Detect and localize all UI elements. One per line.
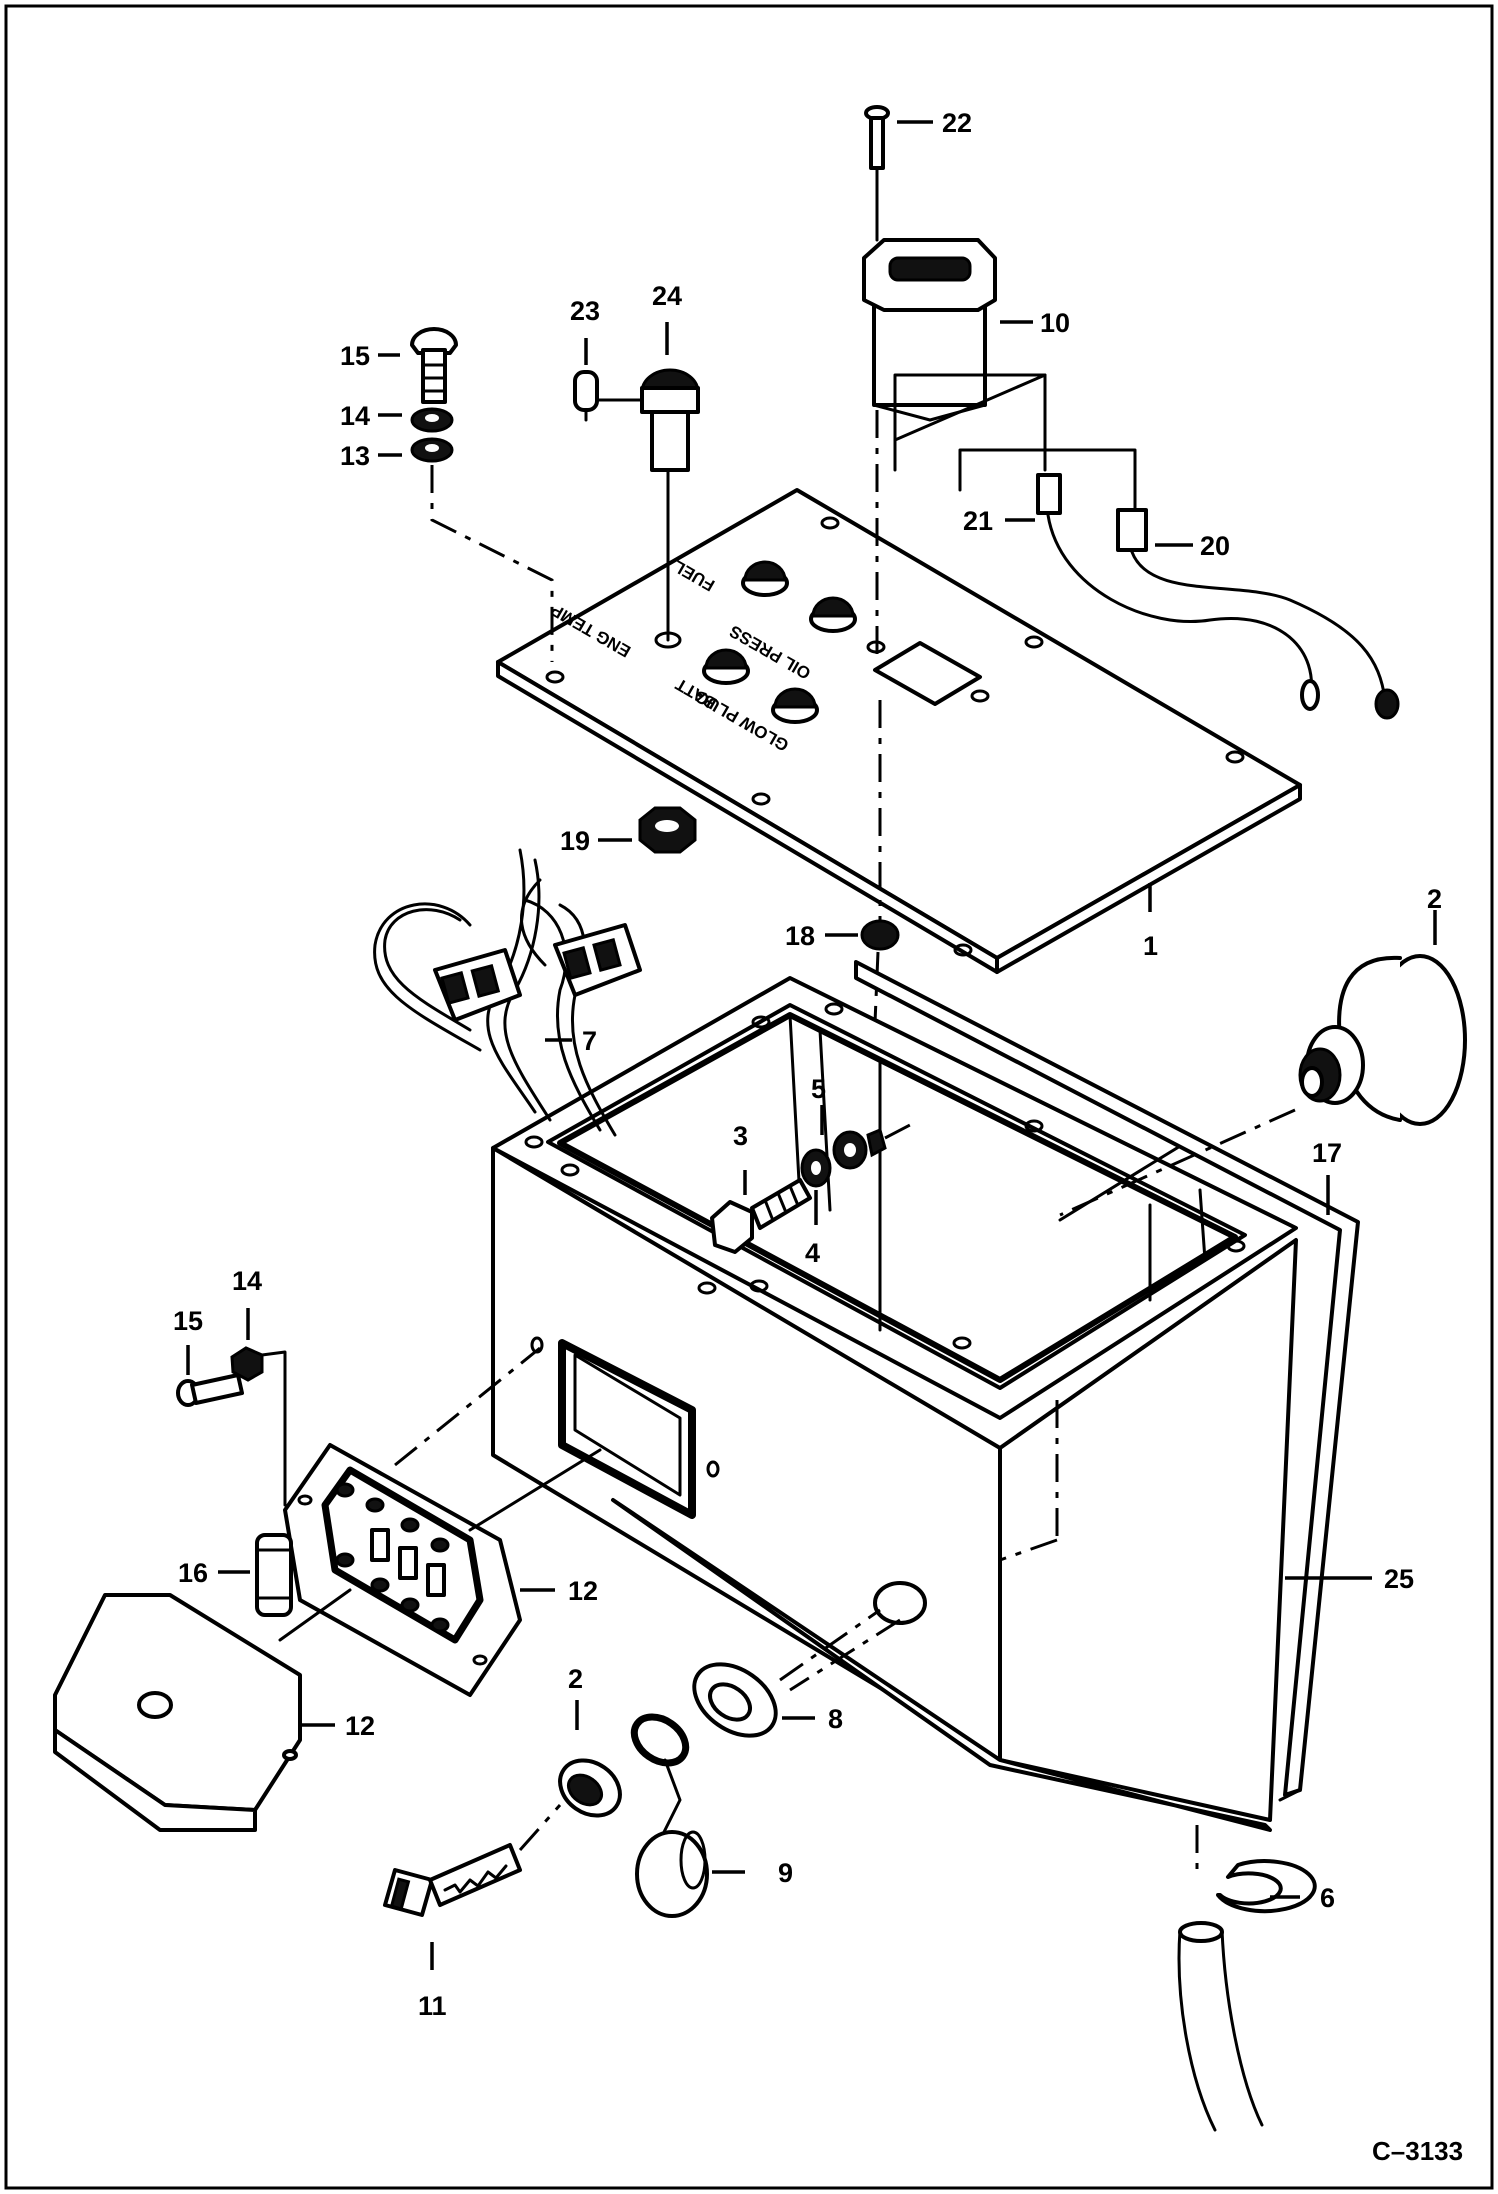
callout-6: 6 xyxy=(1320,1883,1335,1913)
key-11 xyxy=(383,1843,522,1917)
callout-2-lower: 2 xyxy=(568,1664,583,1694)
callout-15-lower: 15 xyxy=(173,1306,203,1336)
washer-14-upper xyxy=(410,407,454,433)
indicator-light-batt xyxy=(702,648,750,685)
callout-14-upper: 14 xyxy=(340,401,370,431)
leader-to-keyswitch-hole xyxy=(789,1618,901,1692)
callout-20: 20 xyxy=(1200,531,1230,561)
bolt-15-upper xyxy=(410,327,458,404)
leader-key-to-switch xyxy=(518,1804,562,1851)
washer-14-lower xyxy=(230,1346,264,1382)
key-switch-lower xyxy=(558,1758,622,1818)
lock-ring xyxy=(630,1713,690,1767)
dust-cap-9 xyxy=(635,1758,709,1918)
washer-13 xyxy=(410,437,454,463)
wiring-harness-7 xyxy=(373,848,642,1137)
leader-fuse-cover-to-block xyxy=(278,1588,352,1642)
callout-24: 24 xyxy=(652,281,682,311)
grommet-6 xyxy=(1216,1859,1317,1914)
leader-fuse-block-to-box xyxy=(394,1346,541,1467)
callout-22: 22 xyxy=(942,108,972,138)
nut-19 xyxy=(638,806,697,854)
callout-group: 22 10 23 24 15 14 13 21 20 19 18 1 xyxy=(173,108,1442,2021)
callout-10: 10 xyxy=(1040,308,1070,338)
callout-16: 16 xyxy=(178,1558,208,1588)
leader-right-bottom xyxy=(999,1538,1058,1562)
callout-25: 25 xyxy=(1384,1564,1414,1594)
callout-2-upper: 2 xyxy=(1427,884,1442,914)
control-box xyxy=(491,976,1298,1832)
hour-meter-harness xyxy=(893,373,1400,720)
bolt-15-lower xyxy=(176,1373,244,1407)
callout-3: 3 xyxy=(733,1121,748,1151)
leader-8-to-box xyxy=(779,1608,881,1682)
leader-key-switch-to-box xyxy=(1059,1108,1296,1217)
fuse-block-12 xyxy=(283,1443,522,1697)
fuse-block-cover-12 xyxy=(53,1593,302,1832)
leader-13-to-panel xyxy=(430,465,554,662)
callout-4: 4 xyxy=(805,1238,820,1268)
drawing-reference: C–3133 xyxy=(1372,2136,1463,2166)
callout-11: 11 xyxy=(418,1991,447,2021)
callout-23: 23 xyxy=(570,296,600,326)
leader-fuse-block-line-2 xyxy=(468,1448,602,1532)
callout-1: 1 xyxy=(1143,931,1158,961)
bolt-3 xyxy=(710,1178,812,1254)
callout-12-cover: 12 xyxy=(345,1711,375,1741)
callout-5: 5 xyxy=(811,1074,826,1104)
bulb-23 xyxy=(573,370,599,422)
grommet-18 xyxy=(860,919,900,951)
callout-18: 18 xyxy=(785,921,815,951)
callout-9: 9 xyxy=(778,1858,793,1888)
callout-19: 19 xyxy=(560,826,590,856)
callout-17: 17 xyxy=(1312,1138,1342,1168)
light-housing-24 xyxy=(595,368,700,642)
callout-12-block: 12 xyxy=(568,1576,598,1606)
drawing-frame xyxy=(4,4,1494,2190)
callout-14-lower: 14 xyxy=(232,1266,262,1296)
rear-plate-25 xyxy=(854,960,1360,1802)
callout-7: 7 xyxy=(582,1026,597,1056)
fuse-16 xyxy=(255,1533,293,1617)
washer-5 xyxy=(832,1127,887,1170)
instrument-panel: FUEL ENG TEMP OIL PRESS BATT GLOW PLUG xyxy=(496,488,1302,974)
indicator-light-glow-plug xyxy=(771,687,819,724)
screw-22 xyxy=(864,105,890,242)
callout-15-upper: 15 xyxy=(340,341,370,371)
bezel-8 xyxy=(692,1662,778,1738)
indicator-light-fuel xyxy=(741,560,789,597)
hose xyxy=(1177,1921,1264,2132)
callout-21: 21 xyxy=(963,506,993,536)
leader-bolt3-axis xyxy=(884,1123,911,1140)
key-switch-upper xyxy=(1298,954,1467,1126)
washer-4 xyxy=(800,1148,832,1188)
indicator-light-oil-press xyxy=(809,596,857,633)
callout-8: 8 xyxy=(828,1704,843,1734)
leader-14-lower-to-block xyxy=(260,1350,287,1507)
callout-13: 13 xyxy=(340,441,370,471)
hour-meter xyxy=(862,238,997,422)
